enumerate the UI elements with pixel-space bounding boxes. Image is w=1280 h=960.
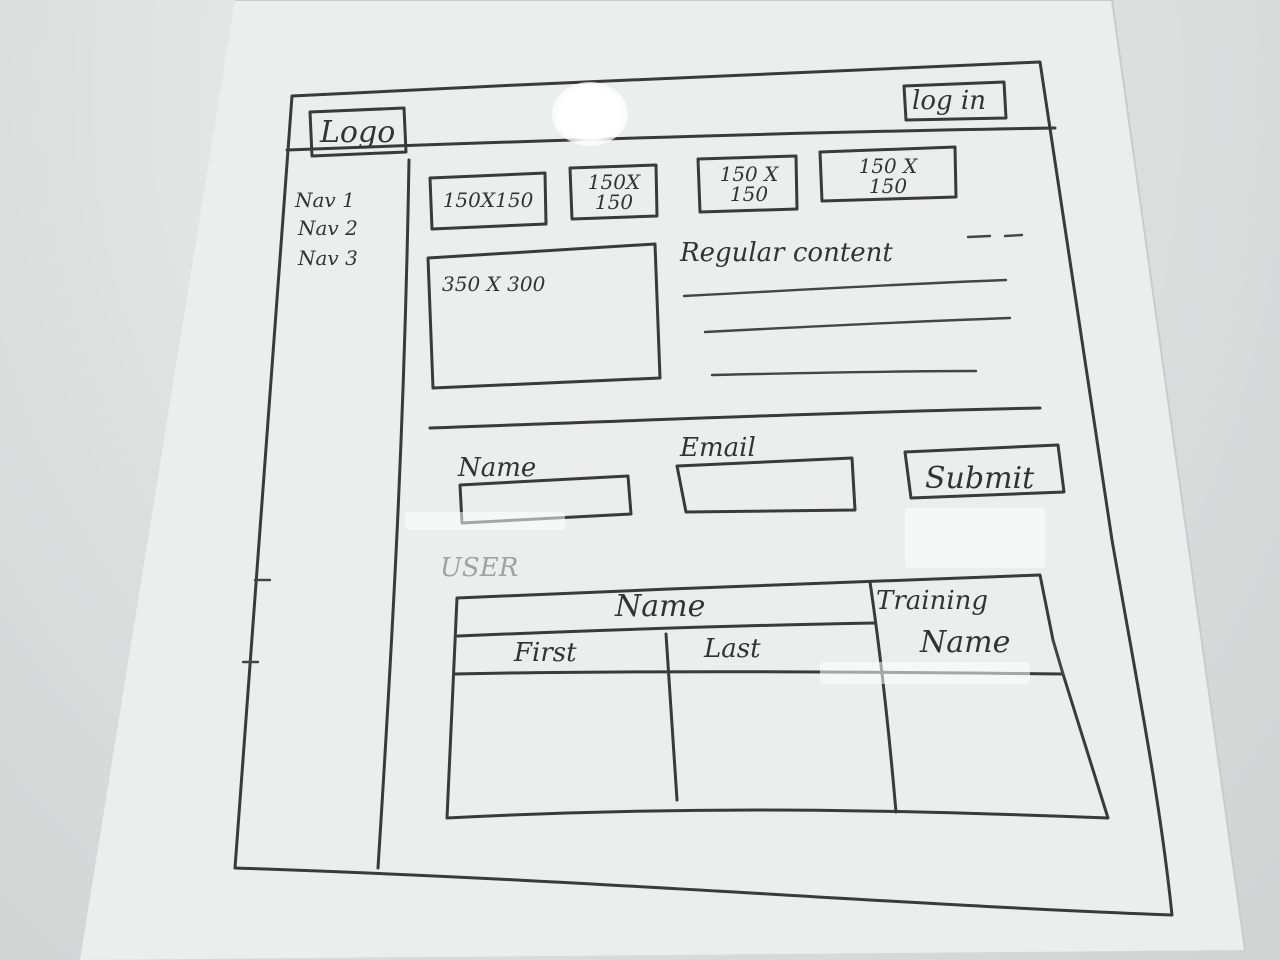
- thumbnail-3-label-line-1: 150 X: [719, 162, 779, 186]
- table-group-divider: [456, 621, 877, 638]
- table-column-divider: [868, 580, 898, 814]
- user-section-label: USER: [440, 553, 519, 583]
- content-heading: Regular content: [680, 238, 893, 268]
- sidebar-divider: [376, 158, 411, 870]
- logo-label[interactable]: Logo: [320, 115, 396, 150]
- submit-button-box: [903, 443, 1066, 500]
- section-divider: [428, 406, 1042, 430]
- email-label: Email: [680, 433, 756, 463]
- table-group-header-name: Name: [615, 589, 706, 624]
- thumbnail-2-label-line-2: 150: [594, 190, 634, 214]
- table-group-header-training: Training: [876, 586, 989, 616]
- sidebar-item-nav-3[interactable]: Nav 3: [298, 246, 358, 270]
- header-divider: [285, 126, 1057, 152]
- main-image-label: 350 X 300: [442, 272, 546, 296]
- logo-box: [308, 106, 408, 158]
- thumbnail-box-3: [696, 154, 799, 214]
- table-column-header-first: First: [514, 638, 577, 668]
- table-right-edge: [1051, 638, 1065, 676]
- thumbnail-2-label-line-1: 150X: [587, 170, 641, 194]
- user-table-outline: [445, 573, 1110, 820]
- light-reflection: [405, 512, 565, 530]
- thumbnail-4-label: 150 X 150: [830, 156, 946, 196]
- thumbnail-1-label-line-1: 150X150: [442, 188, 534, 212]
- page-outline: [233, 60, 1174, 917]
- thumbnail-3-label: 150 X 150: [706, 164, 792, 204]
- glass-panel-edge: [235, 0, 1246, 951]
- thumbnail-3-label-line-2: 150: [729, 182, 769, 206]
- sidebar-item-nav-2[interactable]: Nav 2: [298, 216, 358, 240]
- light-reflection: [820, 662, 1030, 684]
- name-input-box: [458, 474, 633, 525]
- login-label[interactable]: log in: [912, 86, 986, 116]
- content-heading-dashes: [966, 233, 1024, 239]
- thumbnail-box-1: [428, 171, 548, 231]
- email-input-box: [675, 456, 857, 514]
- light-glare: [552, 82, 628, 146]
- thumbnail-box-4: [818, 145, 958, 203]
- name-label: Name: [458, 453, 537, 483]
- content-line: [682, 278, 1008, 298]
- name-input[interactable]: [466, 484, 624, 514]
- table-column-header-name: Name: [920, 625, 1011, 660]
- main-image-box: [426, 242, 662, 390]
- table-column-header-last: Last: [704, 634, 761, 664]
- thumbnail-4-label-line-2: 150: [868, 174, 908, 198]
- table-column-divider: [664, 632, 679, 802]
- thumbnail-4-label-line-1: 150 X: [858, 154, 918, 178]
- thumbnail-1-label: 150X150: [438, 190, 538, 210]
- thumbnail-box-2: [568, 163, 659, 221]
- light-reflection: [905, 508, 1045, 568]
- content-line: [703, 316, 1012, 334]
- glass-panel: [80, 0, 1245, 960]
- sidebar-item-nav-1[interactable]: Nav 1: [295, 188, 355, 212]
- content-line: [710, 369, 978, 377]
- login-box: [902, 80, 1008, 122]
- email-input[interactable]: [688, 468, 848, 506]
- submit-button[interactable]: Submit: [925, 461, 1035, 496]
- thumbnail-2-label: 150X 150: [574, 172, 654, 212]
